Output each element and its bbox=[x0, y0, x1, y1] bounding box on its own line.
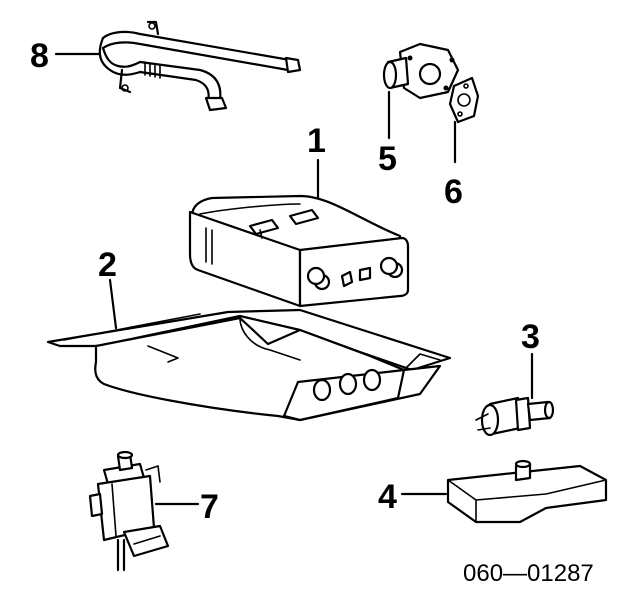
callout-8: 8 bbox=[30, 37, 49, 75]
leader-line-2 bbox=[108, 278, 118, 330]
callout-7: 7 bbox=[200, 488, 219, 526]
valve-gasket bbox=[448, 76, 480, 124]
filter-block bbox=[446, 459, 608, 524]
callout-5: 5 bbox=[378, 140, 397, 178]
callout-3: 3 bbox=[521, 318, 540, 356]
solenoid-valve bbox=[88, 450, 170, 572]
callout-6: 6 bbox=[444, 173, 463, 211]
callout-1: 1 bbox=[307, 122, 326, 160]
canister-bracket bbox=[46, 308, 452, 422]
callout-4: 4 bbox=[378, 478, 397, 516]
vapor-canister bbox=[188, 194, 410, 308]
sensor-connector bbox=[475, 396, 555, 437]
vapor-hose-assembly bbox=[98, 20, 302, 112]
diagram-code: 060—01287 bbox=[463, 560, 594, 587]
purge-valve bbox=[382, 42, 460, 100]
callout-2: 2 bbox=[98, 246, 117, 284]
